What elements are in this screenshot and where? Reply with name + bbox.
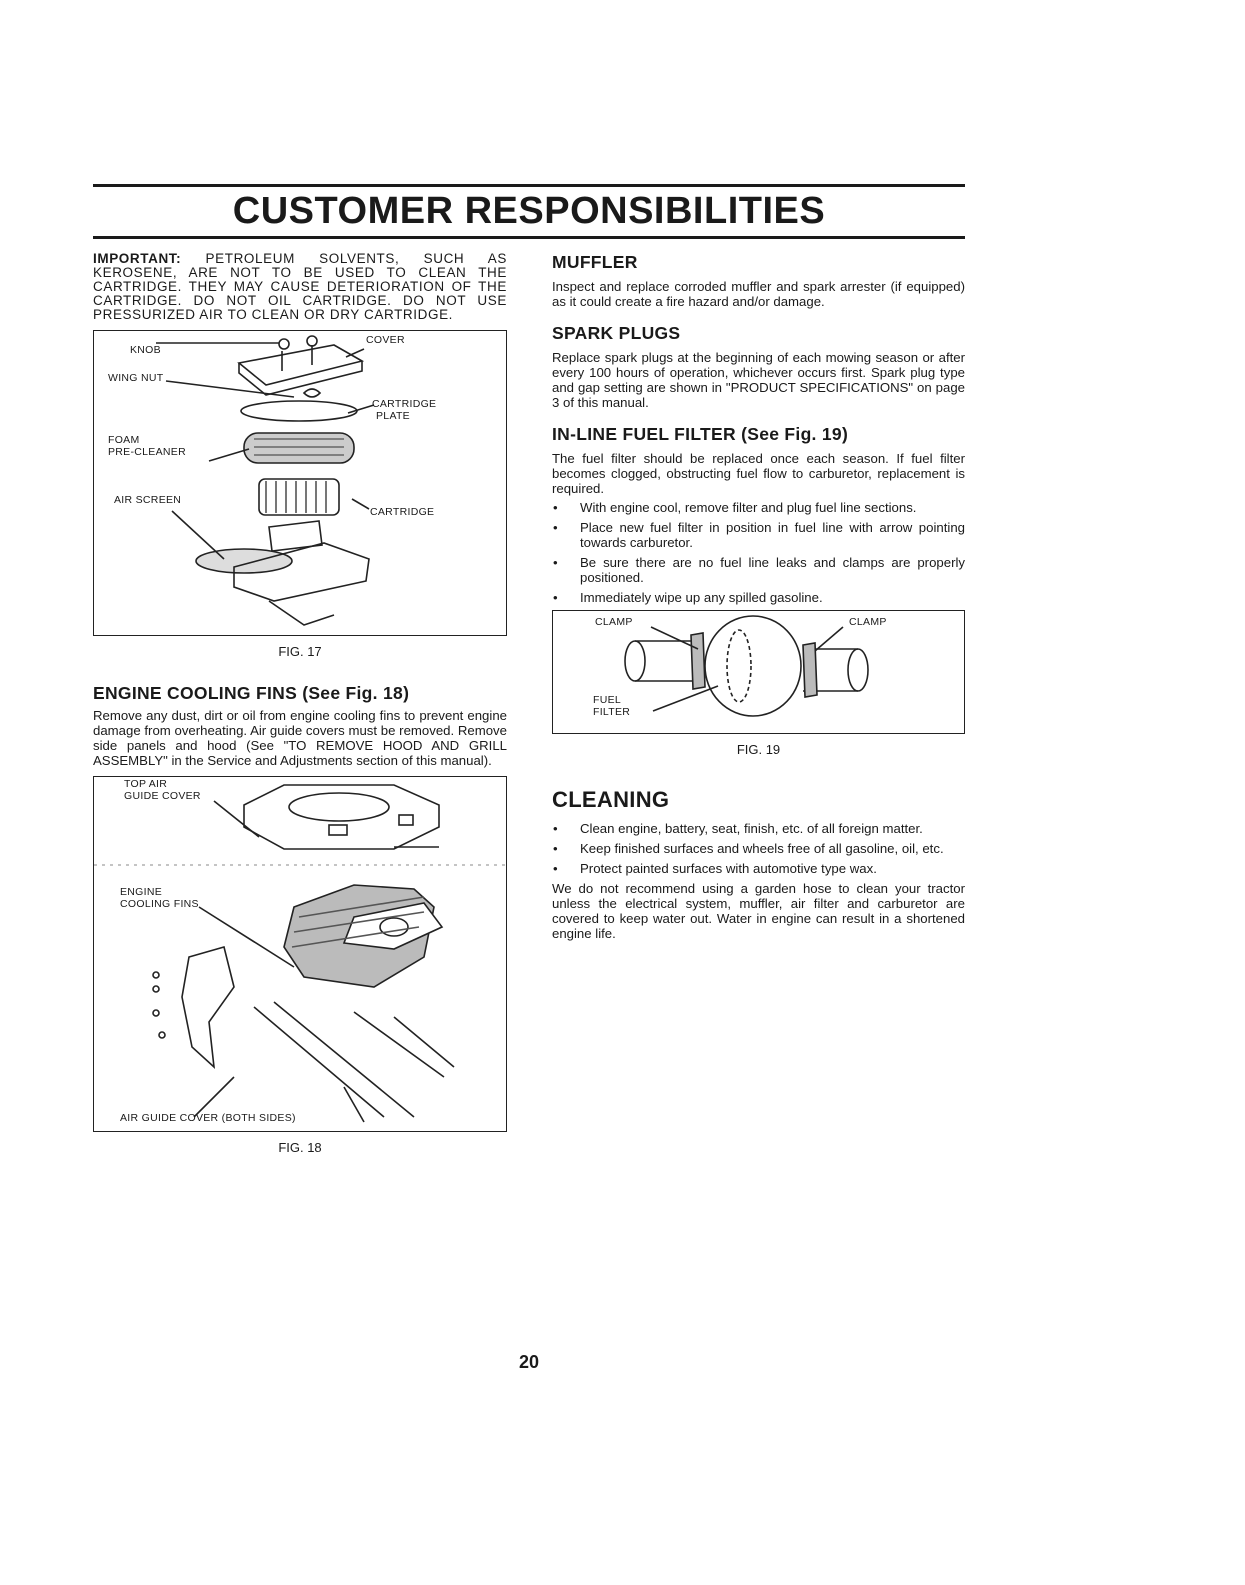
label-cartridge-plate-1: CARTRIDGE: [372, 398, 437, 410]
fuel-filter-steps: With engine cool, remove filter and plug…: [552, 500, 965, 605]
label-air-screen: AIR SCREEN: [114, 494, 182, 506]
label-fuel-1: FUEL: [593, 694, 622, 706]
label-foam-2: PRE-CLEANER: [108, 446, 186, 458]
fuel-filter-illustration: [624, 615, 869, 717]
muffler-heading: MUFFLER: [552, 252, 638, 272]
list-item: Keep finished surfaces and wheels free o…: [552, 841, 965, 856]
label-engine-1: ENGINE: [120, 886, 163, 898]
figure-19: CLAMP CLAMP FUEL FILTER: [552, 610, 965, 734]
label-top-air-2: GUIDE COVER: [124, 790, 201, 802]
top-rule: [93, 184, 965, 187]
label-foam-1: FOAM: [108, 434, 140, 446]
spark-plugs-text: Replace spark plugs at the beginning of …: [552, 350, 965, 410]
list-item: Immediately wipe up any spilled gasoline…: [552, 590, 965, 605]
label-clamp-left: CLAMP: [595, 616, 633, 628]
cleaning-heading: CLEANING: [552, 787, 670, 812]
left-column: IMPORTANT: PETROLEUM SOLVENTS, SUCH AS K…: [93, 252, 508, 1155]
fuel-filter-heading: IN-LINE FUEL FILTER (See Fig. 19): [552, 424, 849, 444]
figure-17: KNOB COVER WING NUT CARTRIDGE PLATE FOAM…: [93, 330, 507, 636]
label-cartridge-plate-2: PLATE: [376, 410, 410, 422]
figure-18-caption: FIG. 18: [278, 1140, 322, 1155]
cleaning-steps: Clean engine, battery, seat, finish, etc…: [552, 821, 965, 876]
muffler-text: Inspect and replace corroded muffler and…: [552, 279, 965, 309]
label-fuel-2: FILTER: [593, 706, 631, 718]
page-title: CUSTOMER RESPONSIBILITIES: [232, 190, 826, 232]
engine-cooling-illustration: [94, 784, 508, 1123]
important-lead: IMPORTANT:: [93, 251, 182, 266]
air-filter-illustration: [156, 335, 375, 626]
list-item: Protect painted surfaces with automotive…: [552, 861, 965, 876]
label-top-air-1: TOP AIR: [124, 778, 168, 790]
page-number: 20: [518, 1352, 540, 1372]
label-knob: KNOB: [130, 344, 161, 356]
label-wing-nut: WING NUT: [108, 372, 164, 384]
fuel-filter-text: The fuel filter should be replaced once …: [552, 451, 965, 496]
figure-17-caption: FIG. 17: [278, 644, 322, 659]
label-air-guide: AIR GUIDE COVER (BOTH SIDES): [120, 1112, 296, 1124]
cooling-fins-text: Remove any dust, dirt or oil from engine…: [93, 708, 507, 768]
list-item: With engine cool, remove filter and plug…: [552, 500, 965, 515]
label-engine-2: COOLING FINS: [120, 898, 199, 910]
cooling-fins-heading: ENGINE COOLING FINS (See Fig. 18): [93, 683, 410, 703]
cleaning-text: We do not recommend using a garden hose …: [552, 881, 965, 941]
title-rule: [93, 236, 965, 239]
list-item: Clean engine, battery, seat, finish, etc…: [552, 821, 965, 836]
right-column: MUFFLER Inspect and replace corroded muf…: [552, 252, 965, 941]
label-clamp-right: CLAMP: [849, 616, 887, 628]
label-cover: COVER: [366, 334, 405, 346]
spark-plugs-heading: SPARK PLUGS: [552, 323, 681, 343]
label-cartridge: CARTRIDGE: [370, 506, 435, 518]
important-notice: IMPORTANT: PETROLEUM SOLVENTS, SUCH AS K…: [93, 252, 507, 322]
list-item: Be sure there are no fuel line leaks and…: [552, 555, 965, 585]
figure-18: TOP AIR GUIDE COVER ENGINE COOLING FINS …: [93, 776, 508, 1132]
figure-19-caption: FIG. 19: [736, 742, 781, 757]
important-text: PETROLEUM SOLVENTS, SUCH AS KEROSENE, AR…: [93, 251, 507, 322]
list-item: Place new fuel filter in position in fue…: [552, 520, 965, 550]
